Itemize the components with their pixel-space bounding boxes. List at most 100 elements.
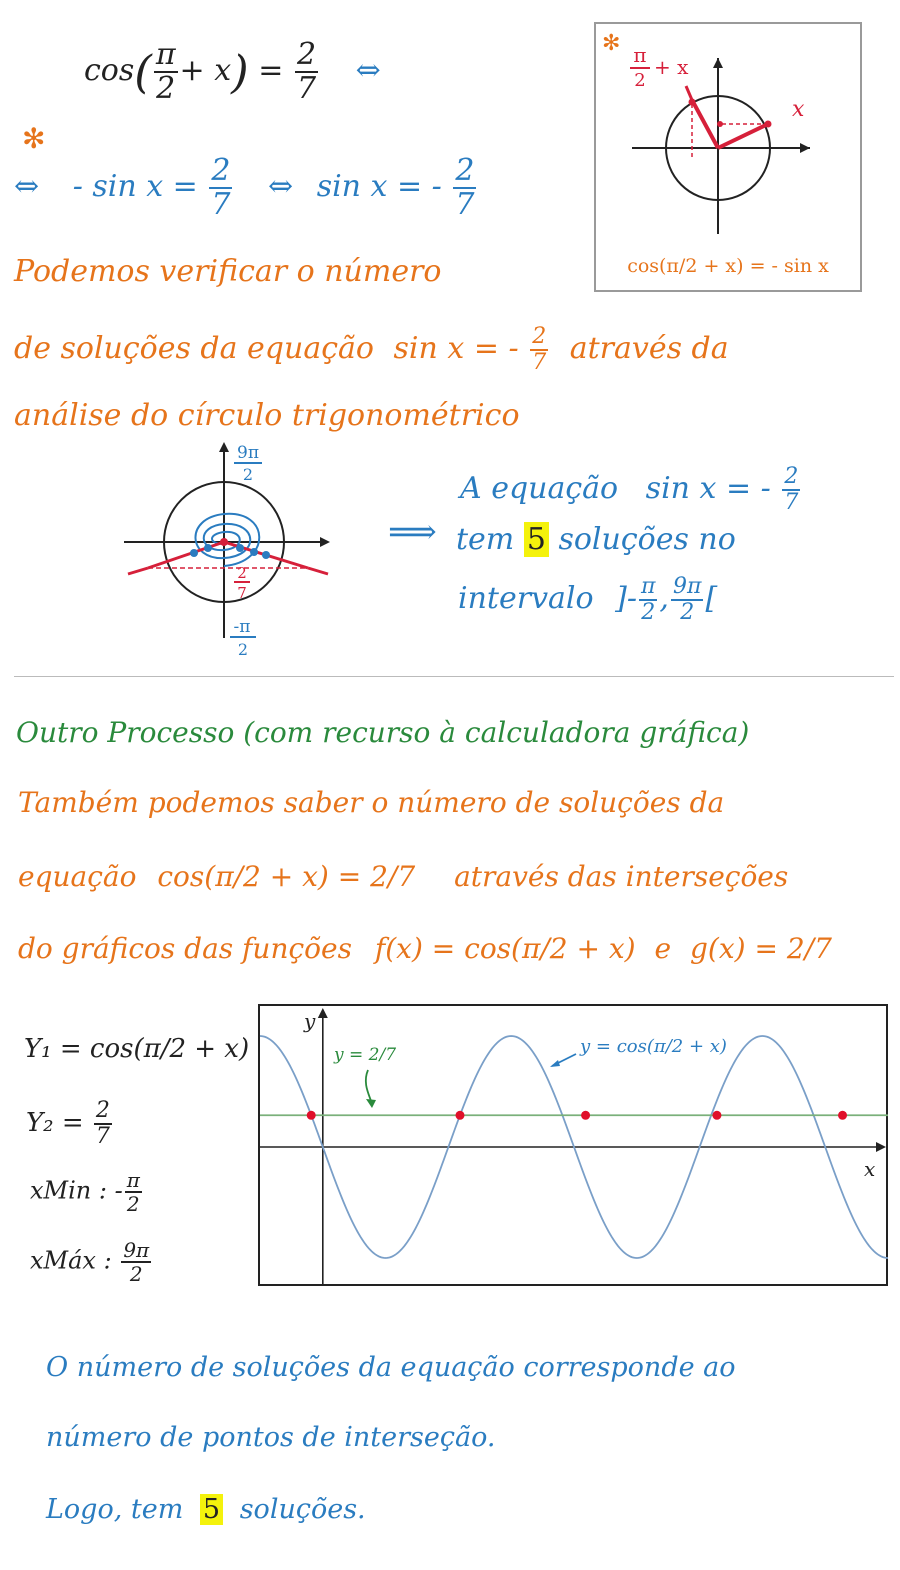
denominator: 2 [126, 1192, 140, 1216]
intersection-point-4 [712, 1110, 722, 1120]
final-text: soluções. [239, 1494, 366, 1525]
para-line-1: Podemos verificar o número [14, 254, 442, 289]
conclusion-line-2: tem 5 soluções no [456, 522, 736, 557]
plus-x: + x [179, 53, 232, 88]
solution-point-3 [236, 544, 244, 552]
label-9pi: 9π [237, 443, 259, 463]
inset-label-pi: π [633, 43, 646, 67]
equals-sign: = [258, 53, 284, 88]
conclusion-eq: sin x = - [645, 471, 771, 506]
graph-x-arrow [876, 1142, 886, 1152]
denominator: 2 [129, 1262, 143, 1286]
section2-f: f(x) = cos(π/2 + x) [374, 932, 636, 965]
para-text: de soluções da equação [14, 331, 374, 366]
calculator-graph: y = cos(π/2 + x) y = 2/7 y x [258, 1004, 889, 1286]
section2-text: através das interseções [454, 860, 789, 893]
numerator: 9π [121, 1238, 152, 1263]
inset-star: ✻ [602, 31, 620, 56]
inset-unit-circle: ✻ π 2 + x x cos(π/2 + x) = - sin x [602, 31, 829, 277]
annotation-cos: y = cos(π/2 + x) [579, 1036, 727, 1057]
denominator: 7 [211, 187, 231, 222]
graph-y-arrow [317, 1008, 328, 1018]
label-minus-pi-den: 2 [238, 640, 248, 659]
paren-open: ( [134, 45, 152, 99]
sin-x-equals: sin x = - [316, 169, 442, 204]
minus-sin-x: - sin x = [72, 169, 198, 204]
solution-count-highlight: 5 [199, 1494, 224, 1525]
inset-x-arrow [800, 143, 810, 153]
ray-right-ext [307, 566, 329, 576]
para-eq: sin x = - [393, 331, 519, 366]
numerator: 2 [294, 37, 319, 73]
denominator: 7 [296, 71, 317, 106]
identity-inset: ✻ π 2 + x x cos(π/2 + x) = - sin x [594, 22, 862, 292]
section2-g: g(x) = 2/7 [690, 932, 832, 965]
point-y-proj [717, 121, 723, 127]
section2-line-3: do gráficos das funções f(x) = cos(π/2 +… [18, 932, 832, 965]
origin-point [220, 538, 228, 546]
solution-count-highlight: 5 [523, 522, 549, 557]
angle-pi2x-ray-ext [684, 85, 694, 101]
intersection-point-5 [838, 1110, 848, 1120]
inset-identity: cos(π/2 + x) = - sin x [627, 255, 829, 277]
solution-point-2 [204, 544, 212, 552]
intersection-point-3 [581, 1110, 591, 1120]
denominator: 2 [680, 600, 695, 625]
section2-eq: cos(π/2 + x) = 2/7 [157, 860, 416, 893]
equivalence-arrow: ⇔ [268, 169, 294, 204]
inset-label-x: x [792, 97, 805, 122]
y-axis-label: y [303, 1009, 316, 1033]
para-text: através da [569, 331, 729, 366]
conclusion-text: soluções no [558, 522, 736, 557]
spiral-rotation [194, 512, 261, 567]
numerator: π [124, 1168, 142, 1193]
section2-text: equação [18, 860, 137, 893]
numerator: 2 [530, 324, 549, 351]
solution-point-4 [250, 548, 258, 556]
cos-fn: cos [84, 53, 135, 88]
denominator: 7 [455, 187, 475, 222]
final-line-2: número de pontos de interseção. [46, 1422, 496, 1453]
angle-pi2x-ray [690, 99, 720, 149]
label-9pi-den: 2 [243, 465, 253, 484]
star-marker: ✻ [22, 122, 46, 155]
calc-text: xMin : - [30, 1176, 123, 1205]
solution-point-5 [262, 551, 270, 559]
section2-line-2: equação cos(π/2 + x) = 2/7 através das i… [18, 860, 788, 893]
denominator: 7 [784, 490, 799, 515]
section2-and: e [654, 932, 672, 965]
para-line-3: análise do círculo trigonométrico [14, 398, 520, 433]
final-line-1: O número de soluções da equação correspo… [46, 1352, 736, 1383]
graph-series [259, 1035, 889, 1259]
ray-left [147, 540, 225, 570]
diagram-x-arrow [320, 537, 330, 547]
two: 2 [156, 71, 176, 106]
solution-point-1 [190, 549, 198, 557]
annotation-cos-arrowhead [550, 1060, 560, 1067]
numerator: 2 [453, 153, 477, 189]
implies-arrow: ⟹ [388, 512, 437, 552]
bracket-open: ]- [615, 581, 637, 616]
equivalence-arrow: ⇔ [355, 53, 381, 88]
intersection-point-2 [455, 1110, 465, 1120]
pi: π [153, 37, 178, 73]
numerator: 2 [209, 153, 233, 189]
inset-label-two: 2 [634, 70, 645, 91]
final-line-3: Logo, tem 5 soluções. [46, 1494, 366, 1525]
ray-left-ext [127, 566, 149, 576]
inset-y-arrow [713, 58, 723, 68]
paren-close: ) [231, 45, 249, 99]
denominator: 7 [532, 350, 547, 375]
